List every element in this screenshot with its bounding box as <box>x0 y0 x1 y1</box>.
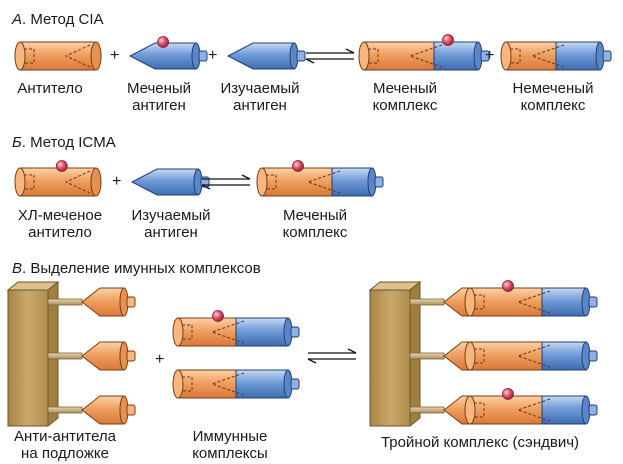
immune-complex <box>172 369 300 399</box>
labeled-antigen <box>128 36 208 70</box>
antibody <box>14 41 102 71</box>
label-labeled-complex-b-line1: Меченый <box>282 207 348 224</box>
unlabeled-complex <box>500 41 612 71</box>
section-c-letter: В <box>12 260 23 277</box>
label-immune-complexes-line2: комплексы <box>192 445 268 462</box>
label-labeled-complex: Меченый комплекс <box>350 80 460 114</box>
label-dot <box>502 388 514 400</box>
plus-sign: + <box>110 47 120 64</box>
label-triple-complex: Тройной комплекс (сэндвич) <box>345 434 615 451</box>
equilibrium-arrows <box>201 174 251 190</box>
label-dot <box>212 310 224 322</box>
cl-labeled-antibody <box>14 160 102 197</box>
anchored-antibody <box>47 341 136 371</box>
label-dot <box>442 34 454 46</box>
equilibrium-arrows <box>307 348 357 364</box>
label-labeled-complex-line1: Меченый <box>372 80 438 97</box>
label-studied-antigen-b-line1: Изучаемый <box>131 207 211 224</box>
label-studied-antigen: Изучаемый антиген <box>202 80 318 114</box>
label-antibody: Антитело <box>0 80 100 97</box>
label-dot <box>157 36 169 48</box>
label-immune-complexes: Иммунные комплексы <box>180 428 280 462</box>
studied-antigen-b <box>130 168 210 196</box>
equilibrium-arrows <box>305 48 355 64</box>
label-immune-complexes-line1: Иммунные <box>192 428 268 445</box>
anchored-antibody <box>47 395 136 425</box>
label-unlabeled-complex-line2: комплекс <box>520 97 586 114</box>
plus-sign: + <box>155 351 165 368</box>
plus-sign: + <box>208 47 218 64</box>
label-triple-complex-line1: Тройной комплекс (сэндвич) <box>380 434 580 451</box>
labeled-complex-b <box>256 160 384 197</box>
label-studied-antigen-line2: антиген <box>233 97 287 114</box>
label-anti-antibodies-line2: на подложке <box>21 445 109 462</box>
label-labeled-antigen-line1: Меченый <box>126 80 192 97</box>
label-dot <box>55 160 68 172</box>
label-antibody-line1: Антитело <box>17 80 83 97</box>
section-a-header: А. Метод CIA <box>12 11 104 28</box>
labeled-complex <box>358 34 490 71</box>
label-cl-antibody: ХЛ-меченое антитело <box>0 207 120 241</box>
plus-sign: + <box>485 47 495 64</box>
section-a-title: . Метод CIA <box>22 11 104 28</box>
label-unlabeled-complex: Немеченый комплекс <box>495 80 611 114</box>
section-a-letter: А <box>12 11 23 28</box>
section-c-title: . Выделение имунных комплексов <box>22 260 261 277</box>
label-labeled-complex-b-line2: комплекс <box>282 224 348 241</box>
label-cl-antibody-line1: ХЛ-меченое <box>17 207 103 224</box>
studied-antigen <box>226 42 306 70</box>
sandwich-complex <box>464 341 598 371</box>
label-studied-antigen-b-line2: антиген <box>144 224 198 241</box>
section-b-title: . Метод ICMA <box>21 134 116 151</box>
sandwich-complex <box>464 388 598 425</box>
label-labeled-antigen-line2: антиген <box>132 97 186 114</box>
sandwich-complex <box>464 280 598 317</box>
label-anti-antibodies: Анти-антитела на подложке <box>0 428 130 462</box>
plus-sign: + <box>112 173 122 190</box>
label-studied-antigen-line1: Изучаемый <box>220 80 300 97</box>
label-cl-antibody-line2: антитело <box>28 224 92 241</box>
support-plate <box>6 280 60 428</box>
label-labeled-complex-b: Меченый комплекс <box>260 207 370 241</box>
anchored-antibody <box>47 287 136 317</box>
section-b-header: Б. Метод ICMA <box>12 134 116 151</box>
immune-complex <box>172 310 300 347</box>
label-dot <box>502 280 514 292</box>
sandwich-row <box>409 287 471 317</box>
section-c-header: В. Выделение имунных комплексов <box>12 260 261 277</box>
label-studied-antigen-b: Изучаемый антиген <box>113 207 229 241</box>
label-anti-antibodies-line1: Анти-антитела <box>13 428 117 445</box>
section-b-letter: Б <box>12 134 22 151</box>
label-labeled-antigen: Меченый антиген <box>104 80 214 114</box>
label-dot <box>292 160 304 172</box>
label-unlabeled-complex-line1: Немеченый <box>512 80 594 97</box>
label-labeled-complex-line2: комплекс <box>372 97 438 114</box>
